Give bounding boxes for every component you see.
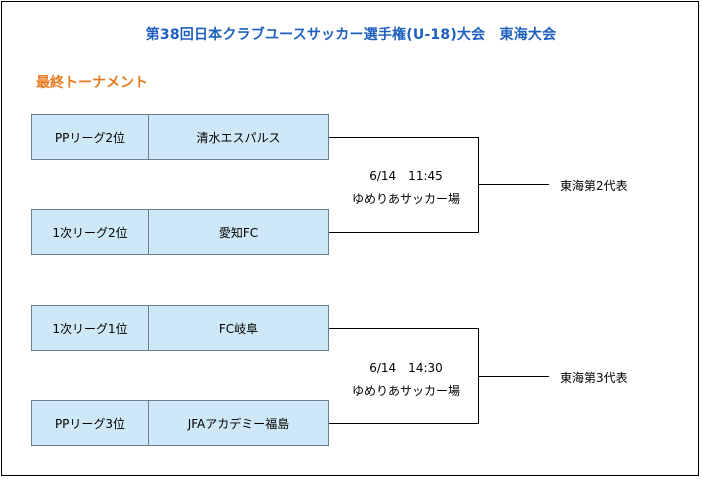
match-date: 6/14 11:45 xyxy=(369,169,443,183)
winner-label: 東海第3代表 xyxy=(560,371,628,385)
team-cell: FC岐阜 xyxy=(148,305,329,351)
bracket-line-match-2 xyxy=(329,328,479,424)
match-venue: ゆめりあサッカー場 xyxy=(351,192,460,206)
team-cell: JFAアカデミー福島 xyxy=(148,400,329,446)
seed-cell: 1次リーグ1位 xyxy=(31,305,149,351)
winner-label: 東海第2代表 xyxy=(560,179,628,193)
bracket-line-match-1 xyxy=(329,137,479,233)
team-cell: 愛知FC xyxy=(148,209,329,255)
seed-cell: PPリーグ3位 xyxy=(31,400,149,446)
seed-cell: 1次リーグ2位 xyxy=(31,209,149,255)
section-subtitle: 最終トーナメント xyxy=(36,75,148,91)
match-venue: ゆめりあサッカー場 xyxy=(351,384,460,398)
page-title: 第38回日本クラブユースサッカー選手権(U-18)大会 東海大会 xyxy=(145,27,557,43)
team-cell: 清水エスパルス xyxy=(148,114,329,160)
seed-cell: PPリーグ2位 xyxy=(31,114,149,160)
match-date: 6/14 14:30 xyxy=(369,361,443,375)
